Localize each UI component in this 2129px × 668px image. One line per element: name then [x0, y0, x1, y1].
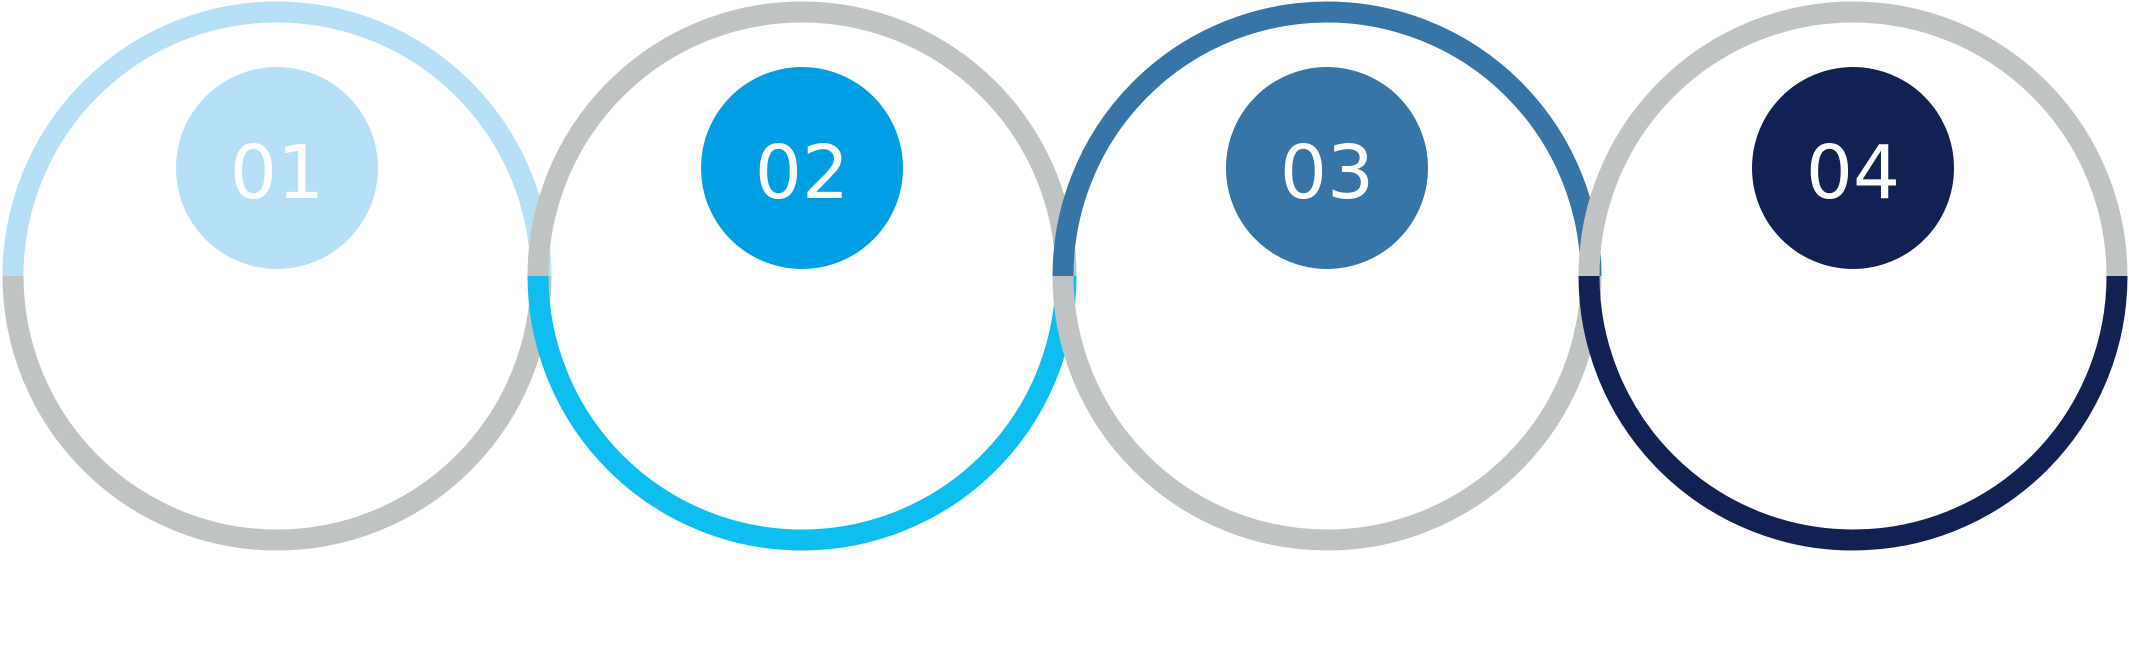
step-2-ring-top	[527, 1, 1077, 277]
step-1: 01	[2, 1, 552, 551]
step-3-number: 03	[1280, 130, 1374, 216]
step-4-number: 04	[1806, 130, 1900, 216]
step-2-badge	[701, 67, 903, 269]
step-4-badge	[1752, 67, 1954, 269]
step-1-ring-bottom	[2, 275, 552, 551]
step-2: 02	[527, 1, 1077, 551]
step-1-badge	[176, 67, 378, 269]
step-1-ring-top	[2, 1, 552, 277]
step-2-number: 02	[755, 130, 849, 216]
step-4: 04	[1578, 1, 2128, 551]
step-1-number: 01	[230, 130, 324, 216]
step-4-ring-bottom	[1578, 275, 2128, 551]
step-3-badge	[1226, 67, 1428, 269]
step-3-ring-top	[1052, 1, 1602, 277]
step-2-ring-bottom	[527, 275, 1077, 551]
step-3: 03	[1052, 1, 1602, 551]
step-3-ring-bottom	[1052, 275, 1602, 551]
step-4-ring-top	[1578, 1, 2128, 277]
